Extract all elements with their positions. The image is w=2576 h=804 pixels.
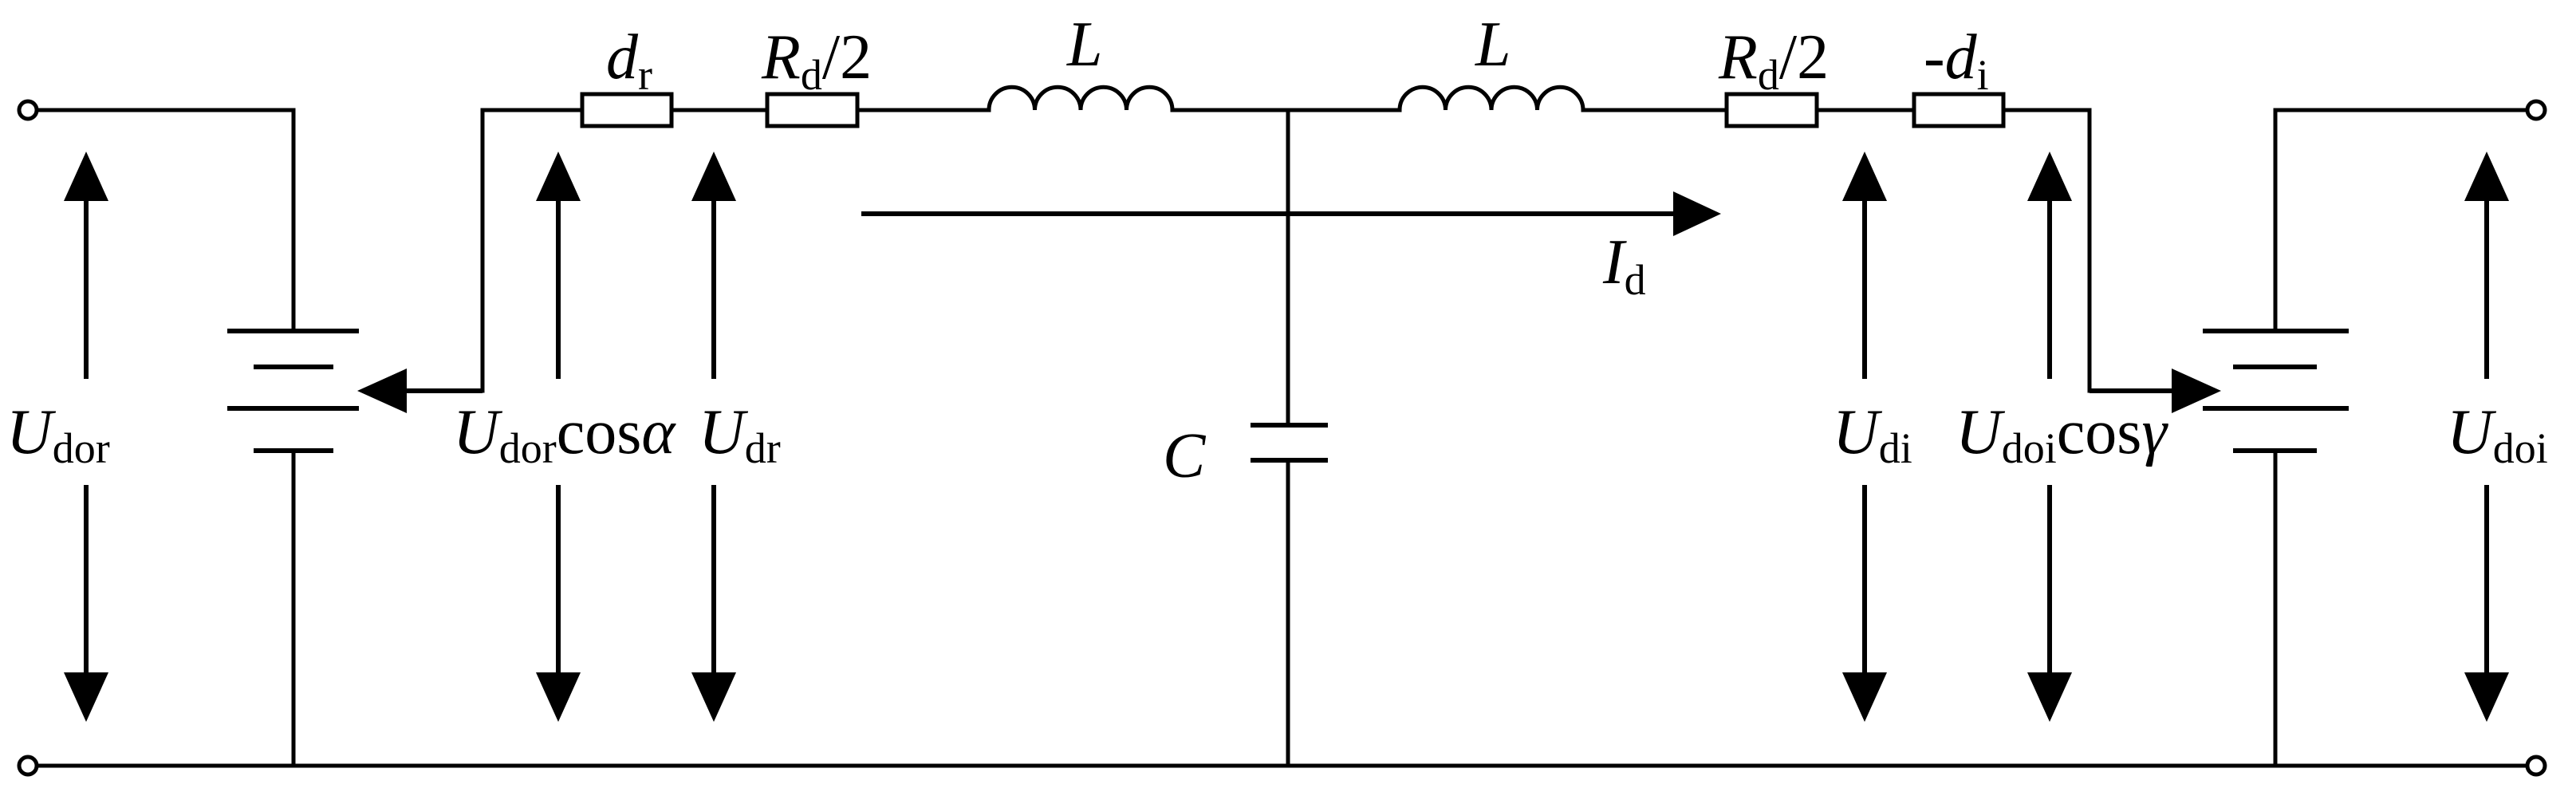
terminal-bottom-left xyxy=(17,755,39,777)
label-udr: Udr xyxy=(699,397,781,472)
resistor-rd-right xyxy=(1724,92,1819,128)
resistor-rd-left xyxy=(765,92,860,128)
label-udor: Udor xyxy=(6,397,110,472)
voltage-arrow-udi xyxy=(1842,152,1887,722)
voltage-arrow-udor-cos xyxy=(536,152,581,722)
label-rd-left: Rd/2 xyxy=(761,22,872,99)
right-source-wiring xyxy=(2273,108,2539,768)
resistor-di xyxy=(1912,92,2006,128)
left-feed-arrow xyxy=(357,108,485,413)
label-dr: dr xyxy=(606,22,652,99)
label-rd-right: Rd/2 xyxy=(1718,22,1829,99)
resistor-dr xyxy=(580,92,674,128)
right-dc-source xyxy=(2203,329,2349,453)
right-feed-arrow xyxy=(2087,108,2221,413)
label-udoi: Udoi xyxy=(2447,397,2548,472)
label-udor-cos: Udorcosα xyxy=(453,397,676,472)
label-id: Id xyxy=(1602,227,1646,304)
label-c: C xyxy=(1163,421,1207,491)
voltage-arrow-udor xyxy=(64,152,108,722)
inductor-right xyxy=(1397,85,1585,111)
left-source-wiring xyxy=(26,108,296,768)
capacitor-branch xyxy=(1251,108,1328,768)
left-dc-source xyxy=(227,329,359,453)
inductor-left xyxy=(987,85,1175,111)
label-udoi-cos: Udoicosγ xyxy=(1956,397,2168,472)
label-l-left: L xyxy=(1066,10,1103,80)
voltage-arrow-udoi xyxy=(2464,152,2509,722)
voltage-arrow-udr xyxy=(691,152,736,722)
label-udi: Udi xyxy=(1833,397,1912,472)
voltage-arrow-udoi-cos xyxy=(2027,152,2072,722)
terminal-top-left xyxy=(17,99,39,121)
current-arrow-id xyxy=(861,191,1721,236)
label-di: -di xyxy=(1924,22,1989,99)
terminal-top-right xyxy=(2525,99,2547,121)
label-l-right: L xyxy=(1475,10,1511,80)
terminal-bottom-right xyxy=(2525,755,2547,777)
